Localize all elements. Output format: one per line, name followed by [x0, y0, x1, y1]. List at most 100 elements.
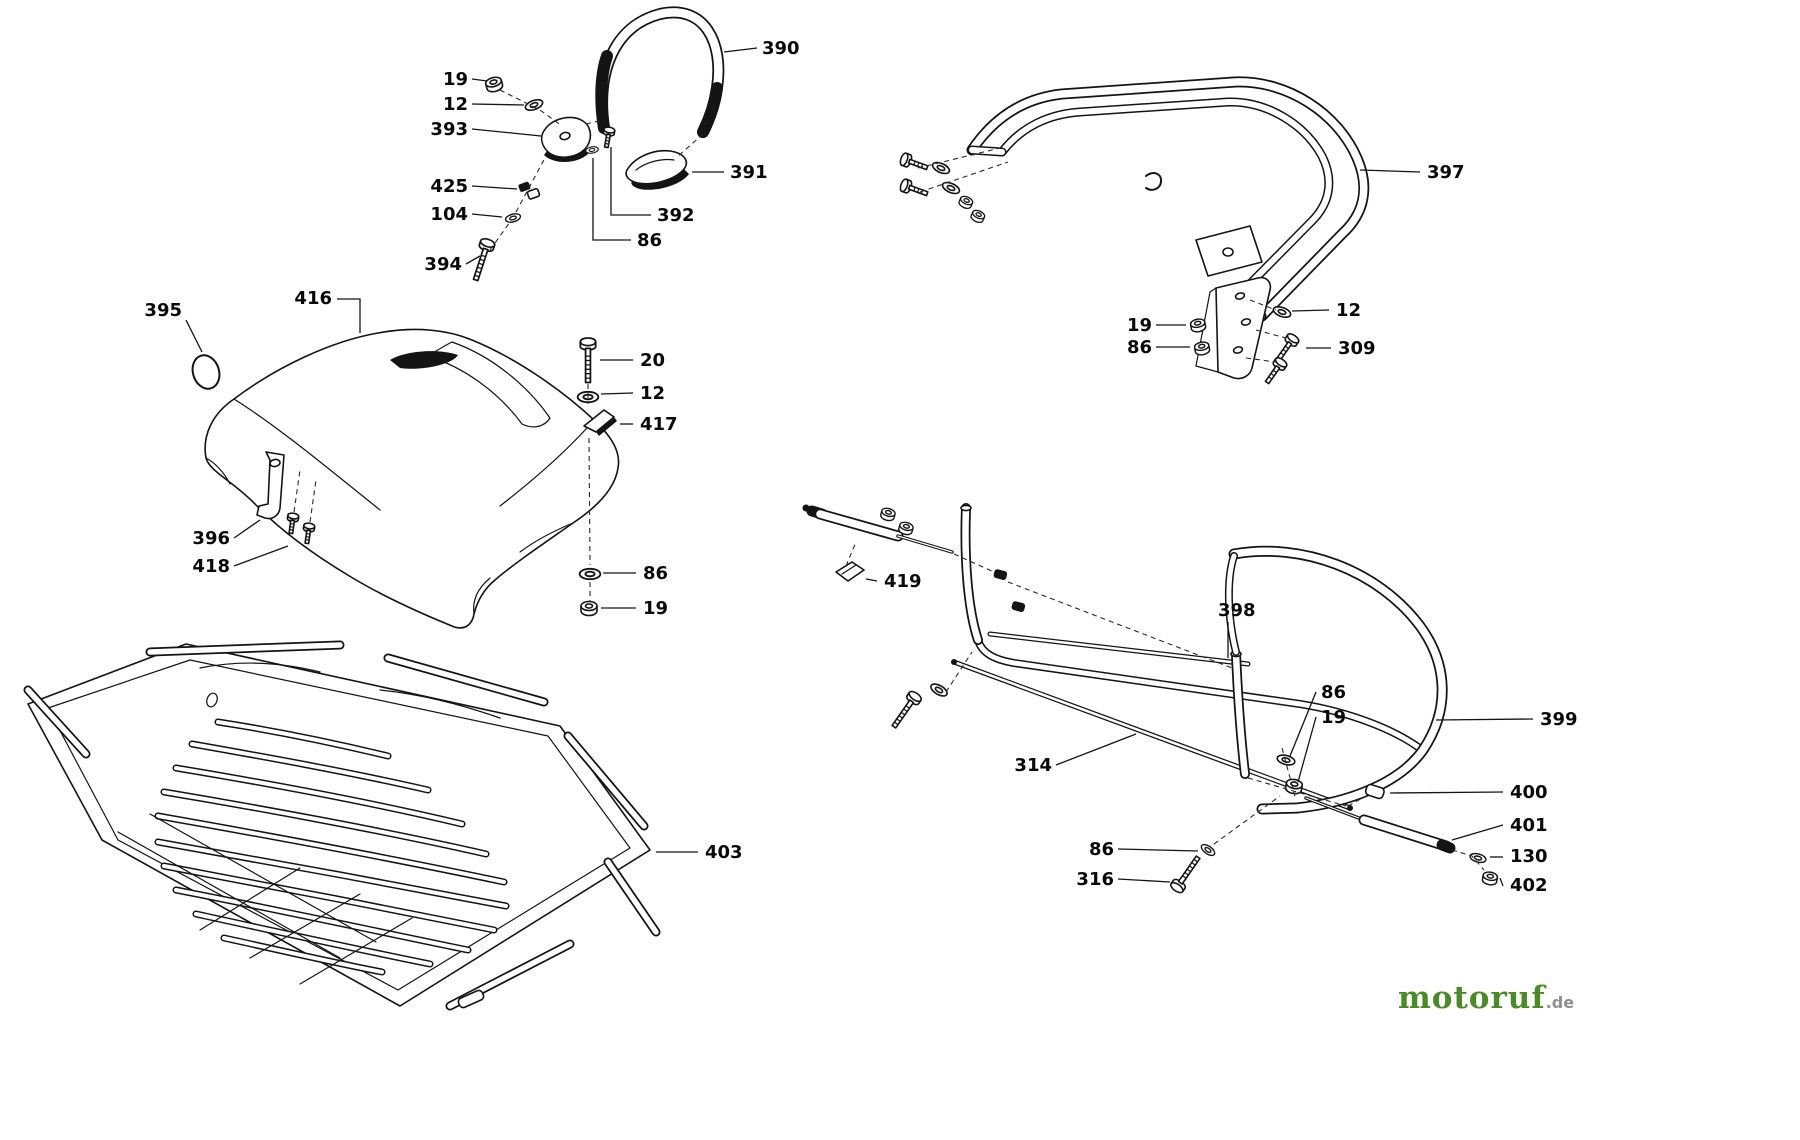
part-label-394: 394 [424, 254, 462, 275]
part-396-bracket [256, 451, 285, 520]
part-86-washer [578, 567, 602, 581]
spring-end-cap [1436, 839, 1456, 854]
leader-line [600, 392, 634, 395]
tray-rib-fill [156, 840, 508, 908]
part-314-rod-fill [952, 660, 1352, 810]
part-label-401: 401 [1510, 815, 1548, 836]
leader-line [1359, 169, 1421, 173]
part-label-403: 403 [705, 842, 743, 863]
tray-contour [199, 662, 321, 673]
leader-line [465, 255, 481, 265]
part-label-86: 86 [637, 230, 662, 251]
post-cap [960, 504, 972, 512]
assembly-axis-dashed [919, 161, 1009, 193]
tray-small-hole [206, 692, 218, 708]
part-label-20: 20 [640, 350, 665, 371]
tray-inner-rim [47, 659, 631, 991]
hood-crease-line [233, 398, 381, 511]
rubber-bumper [993, 569, 1008, 580]
part-label-393: 393 [430, 119, 468, 140]
leader-line [610, 147, 651, 216]
gusset-hole [1222, 247, 1234, 257]
assembly-axis-dashed [515, 155, 547, 213]
part-86-washer [1275, 752, 1297, 768]
part-416-hood-body [204, 328, 620, 629]
part-label-12: 12 [640, 383, 665, 404]
tray-grid-line [149, 813, 377, 943]
part-392-screw [602, 126, 616, 149]
assembly-axis-dashed [1451, 849, 1485, 871]
part-label-395: 395 [144, 300, 182, 321]
frame-nut [957, 194, 975, 211]
part-401-spring-rod-fill [1305, 797, 1365, 821]
part-label-392: 392 [657, 205, 695, 226]
tray-rib-fill [194, 912, 432, 966]
part-316-bolt [1168, 852, 1205, 896]
tray-ribs [154, 718, 510, 976]
part-label-19: 19 [443, 69, 468, 90]
leader-line [1117, 878, 1171, 883]
part-label-12: 12 [1336, 300, 1361, 321]
motoruf-logo[interactable]: motoruf.de [1398, 980, 1574, 1016]
leader-line [471, 213, 503, 218]
part-391-inner-line [635, 158, 675, 171]
assembly-axis-dashed [1213, 795, 1281, 845]
leader-line [592, 158, 631, 241]
frame-washer [940, 179, 962, 197]
assembly-axis-dashed [953, 553, 995, 573]
assembly-axis-dashed [1247, 777, 1347, 807]
assembly-rear-frame [802, 503, 1499, 896]
part-399-loop [1228, 545, 1448, 815]
frame-bolt [887, 688, 924, 732]
assembly-axis-dashed [945, 651, 973, 693]
tray-grid-line [199, 867, 301, 931]
plate-hole [1234, 292, 1246, 300]
tray-rib-fill [162, 790, 488, 856]
leader-line [233, 545, 289, 567]
tray-rail-fill [385, 655, 547, 705]
assembly-axis-dashed [585, 119, 604, 125]
leader-line [865, 578, 878, 582]
part-400-spacer [1364, 783, 1385, 800]
tray-rail-fill [565, 733, 647, 829]
part-417-clip-edge [596, 417, 617, 436]
part-label-416: 416 [294, 288, 332, 309]
part-label-316: 316 [1076, 869, 1114, 890]
part-390-handlebar [596, 6, 725, 138]
part-label-398: 398 [1218, 600, 1256, 621]
handle-grip-right [697, 82, 723, 138]
hood-crease-line [519, 522, 574, 553]
tray-rails [23, 640, 661, 1011]
part-393-bracket-edge [544, 149, 588, 163]
part-397-tube-inner [997, 97, 1334, 301]
tray-rib-fill [156, 814, 506, 884]
leader-line [185, 319, 203, 353]
assembly-axis-dashed [845, 541, 857, 567]
frame-bolt [898, 177, 931, 201]
bracket-hole [269, 458, 281, 468]
part-label-19: 19 [1127, 315, 1152, 336]
part-398-lower-tube-fill [975, 637, 1425, 753]
frame-post-right-fill [1232, 650, 1249, 778]
plate-hole [1232, 346, 1244, 354]
part-425-clamp [526, 187, 541, 200]
assembly-axis-dashed [489, 221, 511, 251]
assembly-axis-dashed [588, 437, 591, 566]
part-419-spring-body-fill [816, 510, 902, 540]
part-label-19: 19 [643, 598, 668, 619]
rod-end-cap [1347, 805, 1353, 811]
hood-edge-line [473, 577, 491, 615]
part-label-86: 86 [1089, 839, 1114, 860]
assembly-axis-dashed [1347, 795, 1367, 807]
tray-rail-clip [457, 989, 485, 1009]
assembly-handle [467, 6, 725, 284]
hood-crease-line [499, 419, 595, 507]
part-399-loop-fill [1230, 547, 1446, 813]
part-12-washer [1271, 303, 1293, 321]
tray-grid-line [117, 831, 341, 959]
logo-brand-text: motoruf [1398, 980, 1546, 1016]
tray-rail-fill [25, 687, 89, 757]
tray-rib-fill [216, 720, 390, 758]
part-19-nut [580, 600, 598, 617]
